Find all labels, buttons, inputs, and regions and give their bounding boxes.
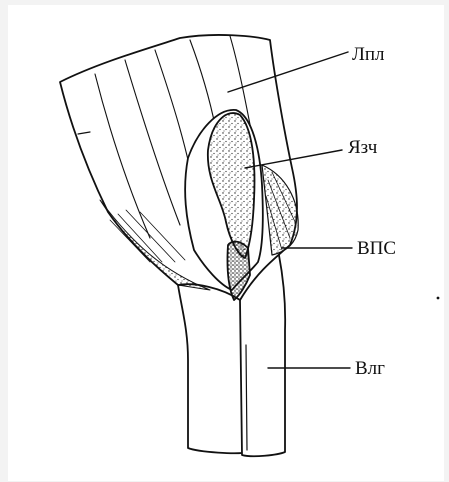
label-sheath: Влг xyxy=(355,359,385,378)
stray-dot xyxy=(437,297,440,300)
label-sheath-edge: ВПС xyxy=(357,239,396,258)
label-blade: Лпл xyxy=(352,45,385,64)
label-ligule: Язч xyxy=(348,138,377,157)
leaf-blade xyxy=(60,35,297,300)
